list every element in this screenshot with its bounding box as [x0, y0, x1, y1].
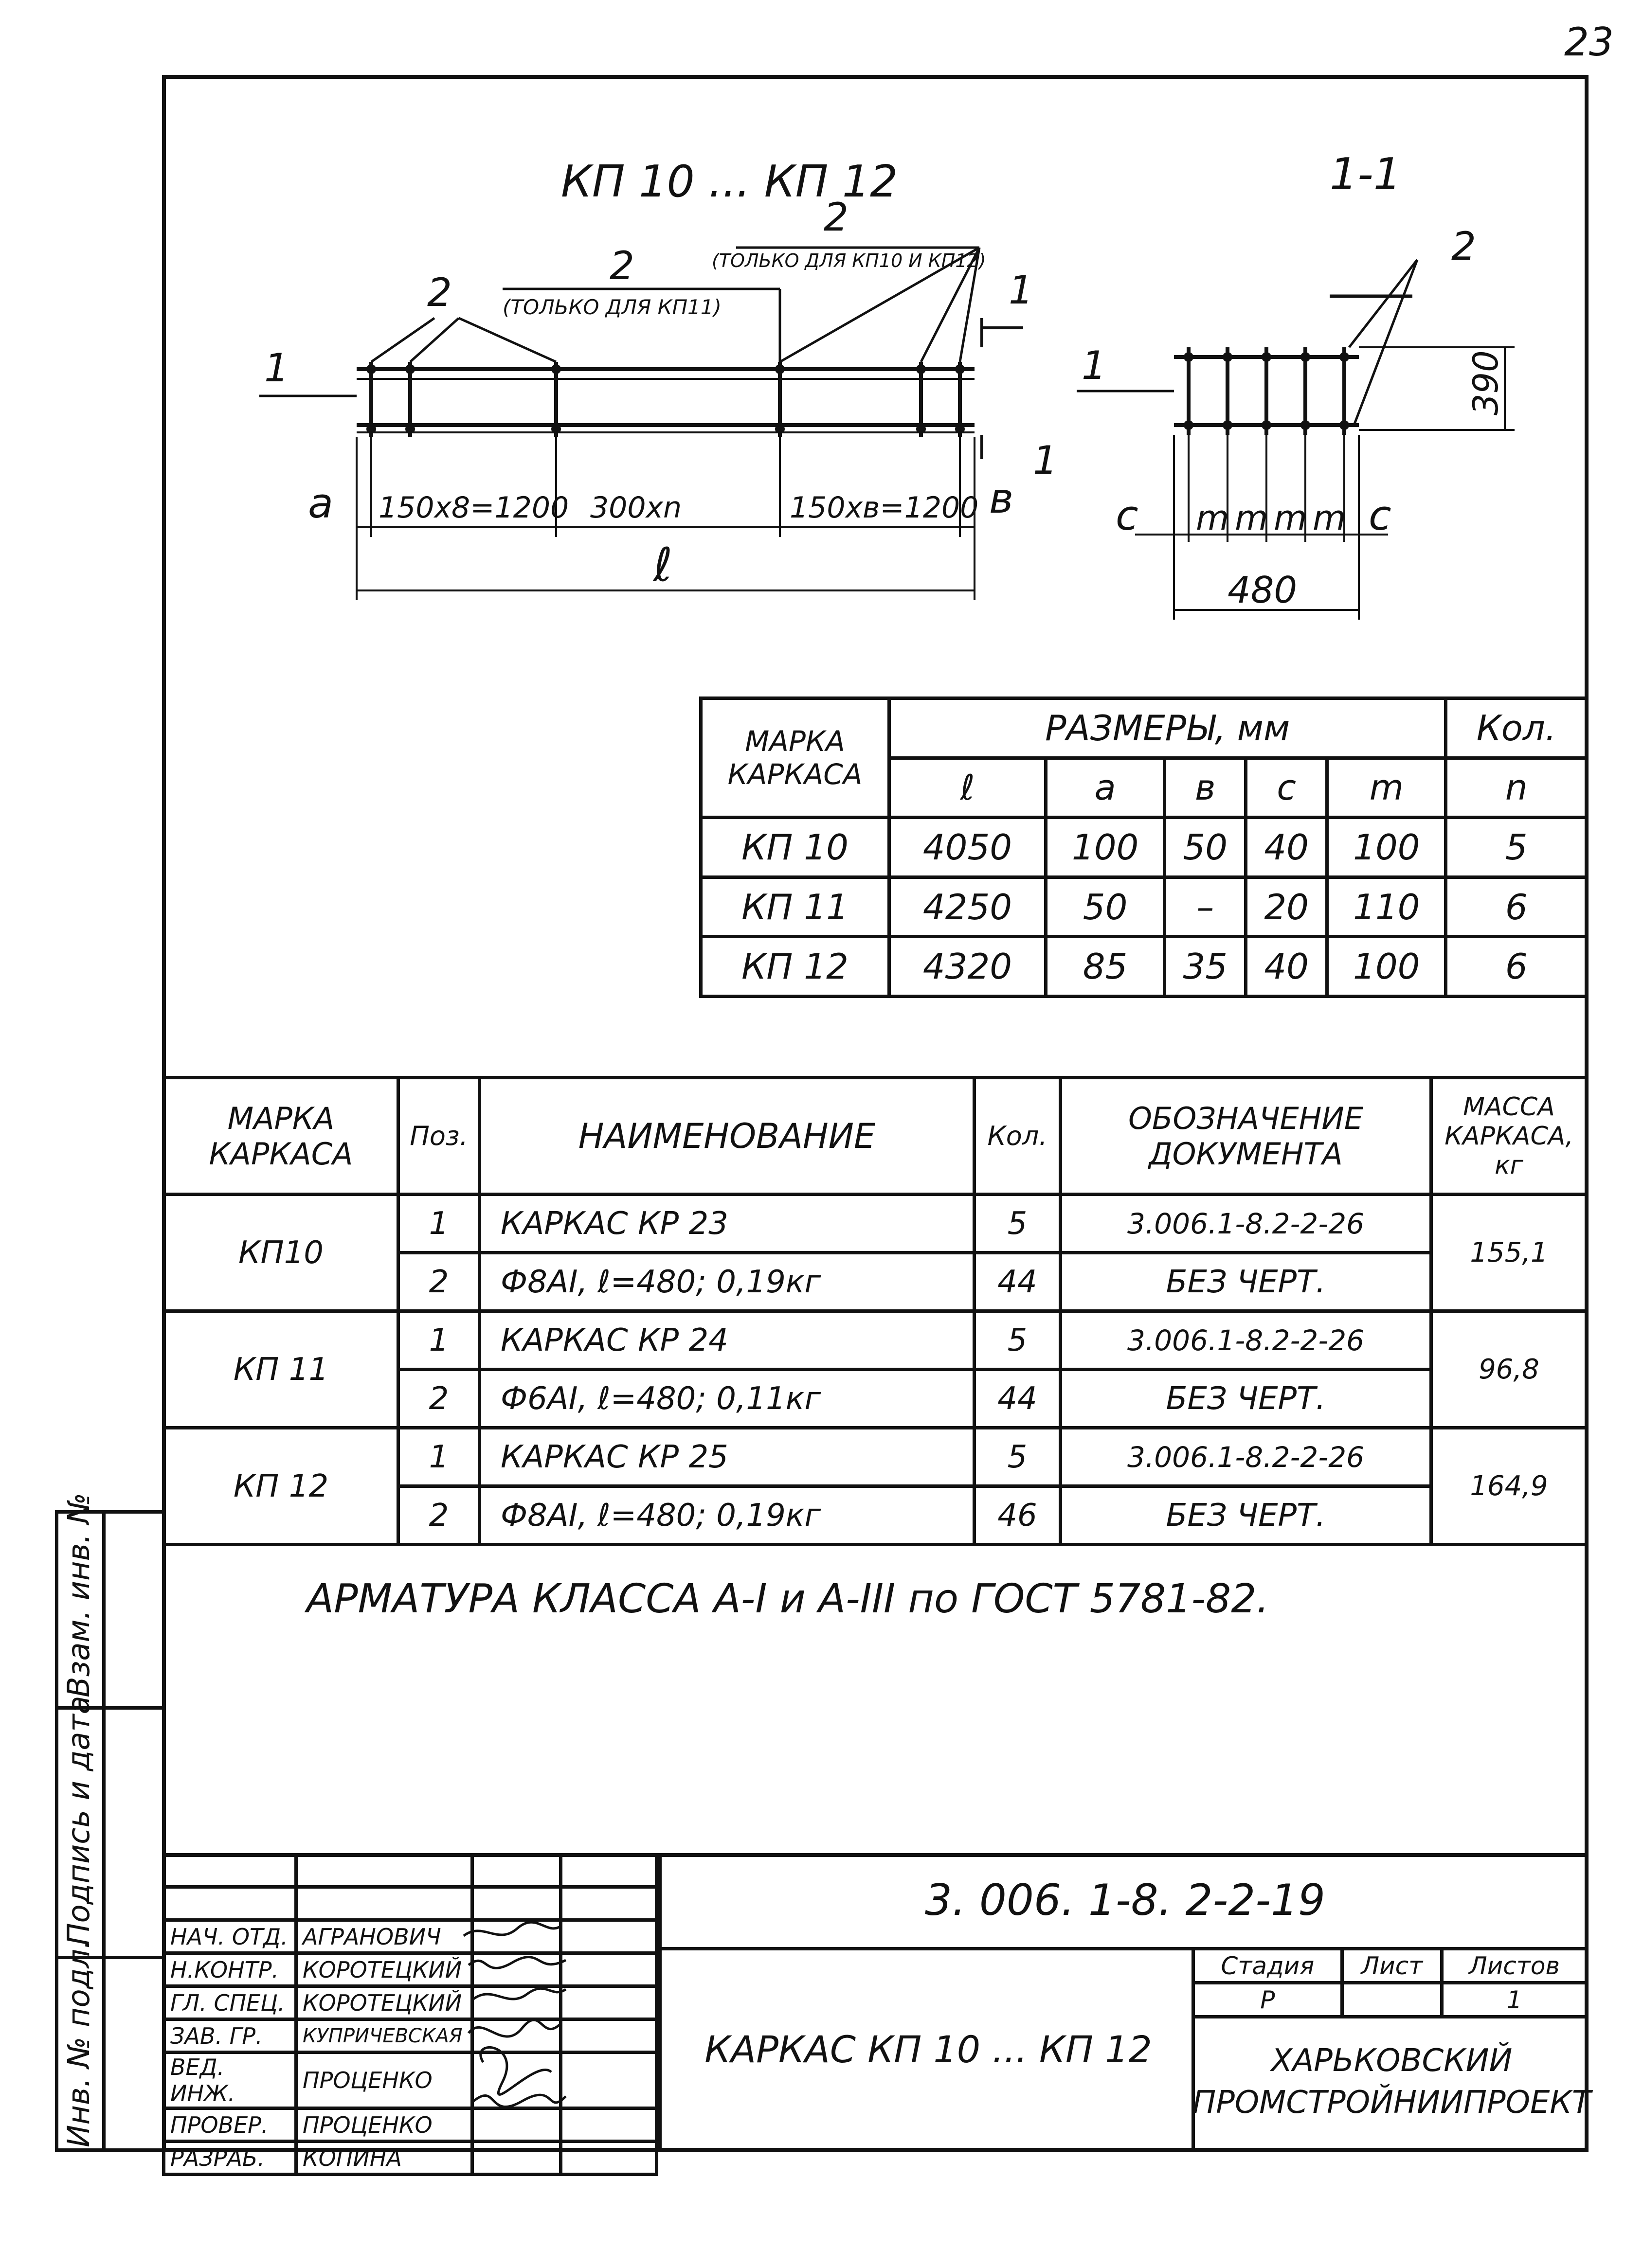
spec-header-name: НАИМЕНОВАНИЕ [478, 1076, 976, 1196]
staff-table: НАЧ. ОТД. АГРАНОВИЧ Н.КОНТР. КОРОТЕЦКИЙ … [162, 1853, 658, 2176]
table-row: КП 10 4050 100 50 40 100 5 [699, 816, 1589, 879]
dim-a: а [308, 480, 333, 528]
dim-span-mid: 300хn [590, 491, 682, 525]
table-row: ЗАВ. ГР. КУПРИЧЕВСКАЯ [162, 2018, 658, 2054]
spec-header-doc: ОБОЗНАЧЕНИЕ ДОКУМЕНТА [1059, 1076, 1433, 1196]
table-row: НАЧ. ОТД. АГРАНОВИЧ [162, 1918, 658, 1955]
sidebar-divider [102, 1510, 106, 2152]
title-name-cell: КАРКАС КП 10 ... КП 12 [658, 1947, 1195, 2152]
table-row: 2 Ф8АI, ℓ=480; 0,19кг 46 БЕЗ ЧЕРТ. [164, 1484, 1587, 1546]
spec-header-pos: Поз. [397, 1076, 481, 1196]
note-only-kp11: (ТОЛЬКО ДЛЯ КП11) [503, 295, 722, 319]
label-pos2-top: 2 [824, 195, 849, 240]
label-pos2-left: 2 [427, 270, 452, 315]
elevation-title: КП 10 ... КП 12 [561, 156, 898, 207]
title-code-cell: 3. 006. 1-8. 2-2-19 [658, 1853, 1589, 1950]
sidebar-vzam-label: Взам. инв. № [61, 1493, 96, 1697]
sheet-value [1340, 1981, 1444, 2018]
dim-m4: m [1313, 498, 1346, 538]
dim-c-right: с [1369, 492, 1391, 540]
sidebar-podpis-label: Подпись и дата [61, 1696, 96, 1946]
dim-c-left: с [1116, 492, 1138, 540]
dim-span-left: 150х8=1200 [379, 491, 569, 525]
dim-b: в [989, 475, 1013, 523]
dim-height: 390 [1466, 350, 1506, 415]
table-row: Н.КОНТР. КОРОТЕЦКИЙ [162, 1951, 658, 1988]
rebar-note: АРМАТУРА КЛАССА А-I и А-III по ГОСТ 5781… [307, 1576, 1269, 1622]
table-row: КП10 1 КАРКАС КР 23 5 3.006.1-8.2-2-26 1… [162, 1193, 1589, 1313]
table-row: КП 12 1 КАРКАС КР 25 5 3.006.1-8.2-2-26 … [162, 1426, 1589, 1546]
table-row: РАЗРАБ. КОПИНА [162, 2140, 658, 2176]
label-pos2-section: 2 [1451, 224, 1476, 269]
dim-span-right: 150хв=1200 [790, 491, 978, 525]
sub-l: ℓ [887, 756, 1047, 820]
spec-header-mass: МАССА КАРКАСА, кг [1429, 1076, 1589, 1196]
table-row: ПРОВЕР. ПРОЦЕНКО [162, 2107, 658, 2143]
dim-header-qty: Кол. [1444, 696, 1589, 760]
label-pos1-section: 1 [1082, 343, 1106, 388]
section-title: 1-1 [1330, 149, 1401, 200]
sub-b: в [1163, 756, 1248, 820]
table-row: КП 11 4250 50 – 20 110 6 [699, 875, 1589, 939]
stage-label: Стадия [1192, 1947, 1344, 1984]
sidebar-inv-label: Инв. № подл. [61, 1939, 96, 2147]
dim-m1: m [1196, 498, 1229, 538]
dim-header-sizes: РАЗМЕРЫ, мм [887, 696, 1448, 760]
sheets-value: 1 [1440, 1981, 1589, 2018]
table-row: КП 11 1 КАРКАС КР 24 5 3.006.1-8.2-2-26 … [162, 1309, 1589, 1429]
organization-cell: ХАРЬКОВСКИЙ ПРОМСТРОЙНИИПРОЕКТ [1192, 2012, 1591, 2152]
document-code: 3. 006. 1-8. 2-2-19 [925, 1875, 1325, 1925]
table-row: 2 Ф8АI, ℓ=480; 0,19кг 44 БЕЗ ЧЕРТ. [164, 1251, 1587, 1313]
label-pos1-left: 1 [264, 345, 289, 391]
dim-header-mark: МАРКА КАРКАСА [699, 696, 891, 820]
title-block [162, 1853, 1589, 2152]
signatures [463, 1921, 567, 2108]
sub-a: а [1044, 756, 1167, 820]
label-cut-bottom: 1 [1033, 438, 1058, 483]
sheet-label: Лист [1340, 1947, 1444, 1984]
note-only-kp10-12: (ТОЛЬКО ДЛЯ КП10 И КП12) [712, 250, 986, 271]
spec-header-mark: МАРКА КАРКАСА [162, 1076, 400, 1196]
table-row: КП 12 4320 85 35 40 100 6 [699, 935, 1589, 998]
table-row: ВЕД. ИНЖ. ПРОЦЕНКО [162, 2051, 658, 2110]
drawing-area: КП 10 ... КП 12 1-1 2 2 2 2 (ТОЛЬКО ДЛЯ … [259, 149, 1515, 620]
sub-n: n [1444, 756, 1589, 820]
document-name: КАРКАС КП 10 ... КП 12 [704, 2028, 1152, 2071]
spec-table: МАРКА КАРКАСА Поз. НАИМЕНОВАНИЕ Кол. ОБО… [162, 1076, 1589, 1546]
dim-l: ℓ [652, 538, 672, 592]
dim-m3: m [1274, 498, 1307, 538]
dimensions-table: МАРКА КАРКАСА РАЗМЕРЫ, мм Кол. ℓ а в с m… [699, 696, 1589, 998]
sub-c: с [1244, 756, 1329, 820]
dim-m2: m [1235, 498, 1268, 538]
stage-table: Стадия Лист Листов Р 1 [1192, 1947, 1589, 2018]
sub-m: m [1325, 756, 1448, 820]
sheets-label: Листов [1440, 1947, 1589, 1984]
table-row: ГЛ. СПЕЦ. КОРОТЕЦКИЙ [162, 1984, 658, 2021]
page-number: 23 [1564, 19, 1614, 65]
label-pos2-mid: 2 [610, 243, 634, 288]
organization-name: ХАРЬКОВСКИЙ ПРОМСТРОЙНИИПРОЕКТ [1192, 2042, 1591, 2121]
table-row: 2 Ф6АI, ℓ=480; 0,11кг 44 БЕЗ ЧЕРТ. [164, 1368, 1587, 1429]
stage-value: Р [1192, 1981, 1344, 2018]
dim-width: 480 [1228, 569, 1297, 611]
spec-header-qty: Кол. [973, 1076, 1062, 1196]
label-cut-top: 1 [1009, 268, 1033, 313]
